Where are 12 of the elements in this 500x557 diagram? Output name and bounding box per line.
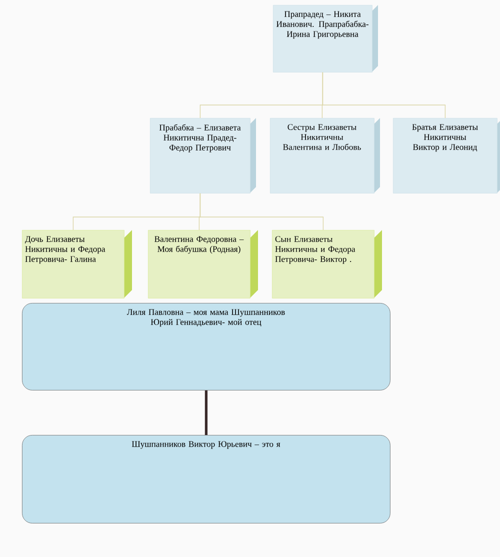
family-box: Лиля Павловна – моя мама Шушпанников Юрий Геннадьевич- мой отец <box>22 303 390 390</box>
person-box: Прабабка – Елизавета Никитична Прадед- Федор Петрович <box>150 118 256 194</box>
connector <box>322 72 446 118</box>
person-box: Сын Елизаветы Никитичны и Федора Петровича- Виктор . <box>272 230 382 298</box>
person-box: Валентина Федоровна – Моя бабушка (Родная) <box>148 230 258 298</box>
person-box: Дочь Елизаветы Никитичны и Федора Петровича- Галина <box>22 230 132 298</box>
connector <box>204 390 208 435</box>
person-box: Сестры Елизаветы Никитичны Валентина и Любовь <box>270 118 380 194</box>
person-box: Братья Елизаветы Никитичны Виктор и Леонид <box>393 118 500 194</box>
family-box: Шушпанников Виктор Юрьевич – это я <box>22 435 390 524</box>
person-box: Прапрадед – Никита Иванович. Прапрабабка- Ирина Григорьевна <box>273 5 378 72</box>
connector <box>200 193 324 230</box>
